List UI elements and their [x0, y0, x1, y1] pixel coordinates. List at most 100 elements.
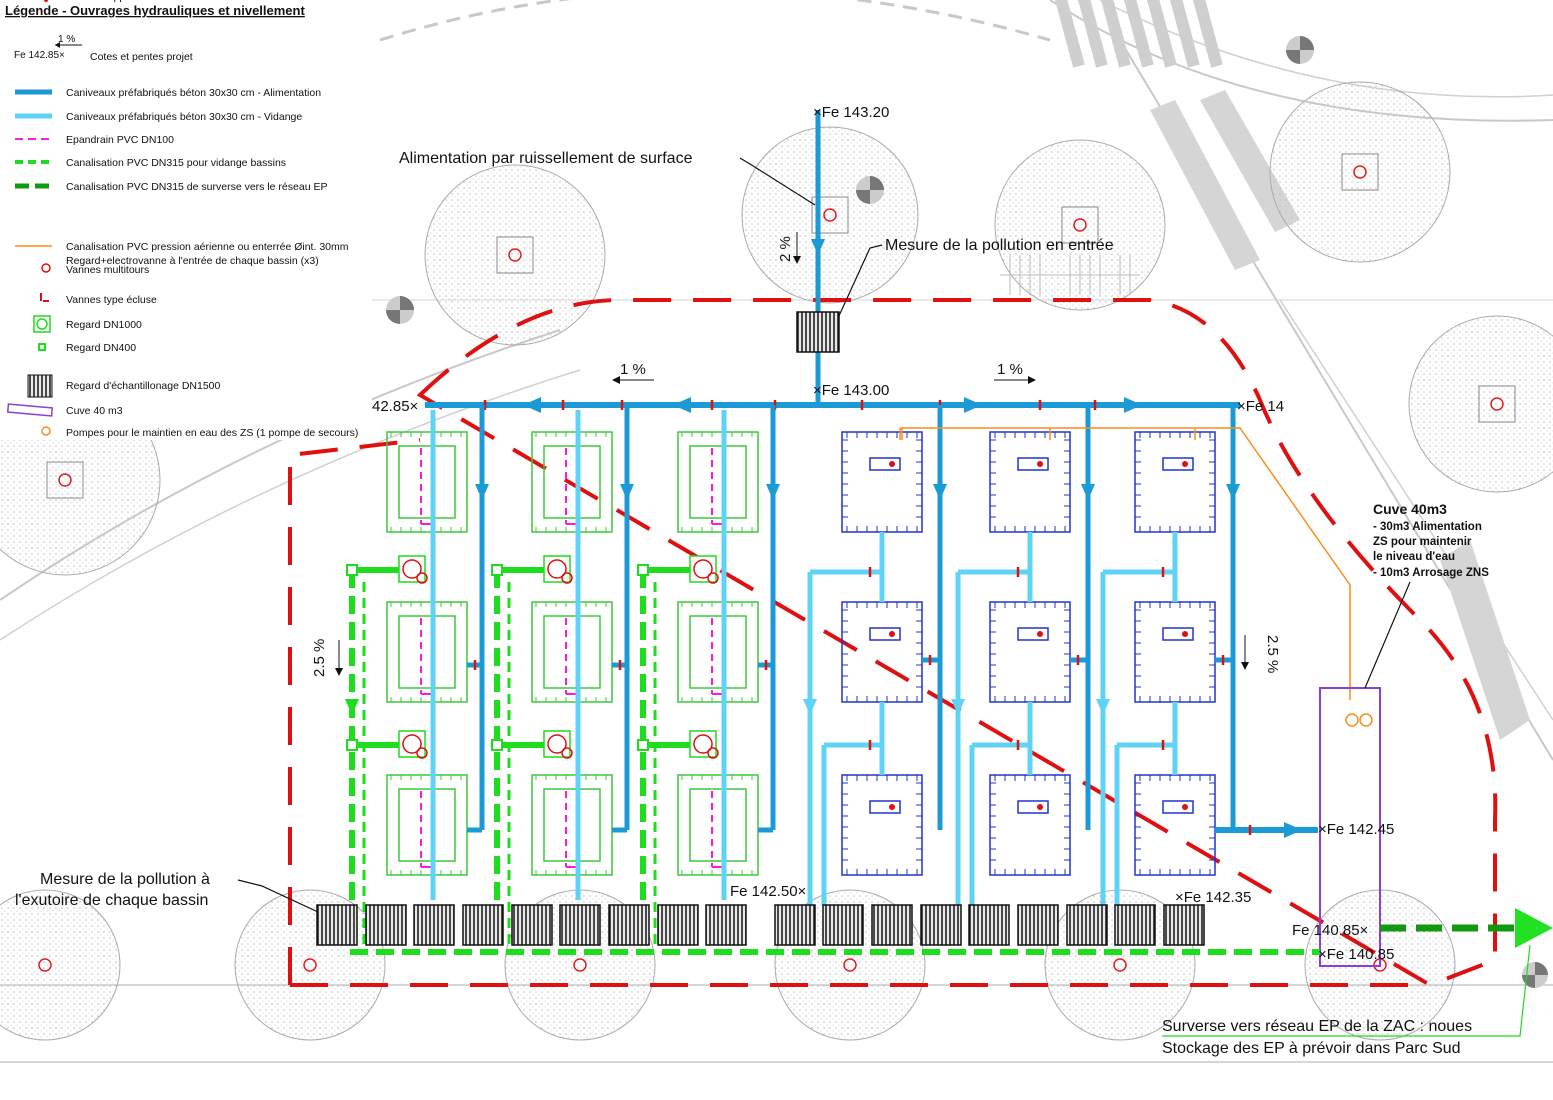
- legend-label-10: Regard DN1000: [66, 319, 142, 331]
- inlet-flow-arrow: [811, 239, 825, 255]
- vanne-multitours-small: [561, 572, 573, 584]
- legend-symbol-12: [27, 374, 53, 398]
- vanne-multitours-small: [561, 747, 573, 759]
- hydraulic-network: [316, 110, 1553, 967]
- sampling-manhole-16: [1066, 904, 1108, 946]
- legend-symbol-8: [41, 263, 51, 273]
- legend-sample-slope-text: 1 %: [58, 34, 75, 45]
- basin-inner: [689, 788, 747, 862]
- sonde-support: [1037, 631, 1043, 637]
- legend-symbol: [27, 374, 53, 398]
- slope-left-side: 2.5 %: [311, 639, 328, 677]
- basin-inner: [398, 788, 456, 862]
- vidange-arrow: [1096, 699, 1110, 715]
- legend-label-3: Caniveaux préfabriqués béton 30x30 cm - …: [66, 111, 302, 123]
- annotation-overflow-2: Stockage des EP à prévoir dans Parc Sud: [1162, 1040, 1461, 1057]
- sampling-manhole-18: [1163, 904, 1205, 946]
- slope-top: 2 %: [777, 236, 794, 262]
- level-drain-mid: Fe 142.50×: [730, 883, 806, 900]
- vanne-multitours-small: [707, 572, 719, 584]
- background-context: [0, 0, 1553, 1063]
- basin-outer: [677, 774, 759, 876]
- legend-label-15: Sonde+support: [66, 0, 138, 3]
- blue-alim-arrow: [1081, 484, 1095, 500]
- sonde-box: [1162, 800, 1194, 814]
- slope-left-header: 1 %: [620, 361, 646, 378]
- basin-outer: [386, 774, 468, 876]
- blue-alim-arrow: [1226, 484, 1240, 500]
- vanne-multitours: [547, 559, 567, 579]
- legend-symbol: [38, 343, 46, 351]
- outlet-arrow: [1284, 822, 1302, 838]
- sampling-manhole-8: [657, 904, 699, 946]
- sampling-manhole-9: [705, 904, 747, 946]
- regard-dn400: [491, 564, 503, 576]
- level-main: ×Fe 143.00: [813, 382, 889, 399]
- legend: Légende - Ouvrages hydrauliques et nivel…: [0, 0, 372, 440]
- blue-basin-c1-r1: [841, 431, 923, 533]
- level-left: 42.85×: [372, 398, 418, 415]
- cuve-40m3: [1319, 687, 1381, 967]
- legend-symbol: [44, 0, 48, 2]
- legend-symbol-11: [38, 343, 46, 351]
- basin-outer: [386, 601, 468, 703]
- pump-2: [1359, 713, 1373, 727]
- sonde-support: [889, 631, 895, 637]
- green-basin-c1-r2: [386, 601, 468, 703]
- blue-basin-c1-r2: [841, 601, 923, 703]
- sonde-box: [869, 457, 901, 471]
- legend-symbol: [6, 403, 54, 417]
- leader-inlet: [739, 157, 816, 206]
- sampling-manhole-6: [559, 904, 601, 946]
- sonde-box: [1017, 627, 1049, 641]
- tank-line-2: ZS pour maintenir: [1373, 536, 1472, 548]
- legend-symbol-15: [44, 0, 48, 2]
- sampling-manhole-11: [822, 904, 864, 946]
- sampling-manhole-2: [365, 904, 407, 946]
- vidange-arrow: [951, 699, 965, 715]
- basin-outer: [989, 774, 1071, 876]
- sonde-support: [1182, 461, 1188, 467]
- basin-outer: [1134, 601, 1216, 703]
- basin-inner: [398, 615, 456, 689]
- inlet-sampling-manhole: [796, 311, 840, 353]
- legend-label-13: Cuve 40 m3: [66, 405, 123, 417]
- pump-1: [1345, 713, 1359, 727]
- basin-inner: [543, 615, 601, 689]
- regard-dn400: [637, 564, 649, 576]
- blue-basin-c2-r3: [989, 774, 1071, 876]
- basin-outer: [841, 774, 923, 876]
- sampling-manhole-1: [316, 904, 358, 946]
- legend-symbol-9: [40, 293, 49, 302]
- green-alim-arrow-c1: [475, 484, 489, 500]
- pressure-pipe: [900, 427, 1351, 700]
- basin-outer: [531, 774, 613, 876]
- level-outlet: ×Fe 142.45: [1318, 821, 1394, 838]
- left-drain-arrow: [345, 699, 359, 715]
- vanne-multitours: [402, 734, 422, 754]
- blue-basin-c3-r3: [1134, 774, 1216, 876]
- legend-label-8: Vannes multitours: [66, 264, 149, 276]
- legend-label-6: Canalisation PVC DN315 de surverse vers …: [66, 181, 327, 193]
- slope-labels: 2 % 1 % 1 % 2.5 % 2.5 %: [311, 232, 1281, 677]
- level-overflow-a: Fe 140.85×: [1292, 922, 1368, 939]
- basin-outer: [1134, 431, 1216, 533]
- blue-basin-c1-r3: [841, 774, 923, 876]
- tank-callout: Cuve 40m3 - 30m3 Alimentation ZS pour ma…: [1364, 501, 1489, 689]
- basin-outer: [989, 431, 1071, 533]
- survey-marks: [386, 36, 1548, 988]
- sonde-support: [1182, 631, 1188, 637]
- basin-outer: [841, 431, 923, 533]
- header-arrow-right-2: [1124, 397, 1142, 413]
- legend-label-1: Cotes et pentes projet: [90, 51, 193, 63]
- vanne-multitours: [693, 559, 713, 579]
- legend-symbol-13: [6, 403, 54, 417]
- level-overflow-b: ×Fe 140.85: [1318, 946, 1394, 963]
- green-alim-arrow-c2: [620, 484, 634, 500]
- tank-line-3: le niveau d'eau: [1373, 551, 1455, 563]
- blue-alim-arrow: [933, 484, 947, 500]
- level-drain-right: ×Fe 142.35: [1175, 889, 1251, 906]
- regard-dn400: [491, 739, 503, 751]
